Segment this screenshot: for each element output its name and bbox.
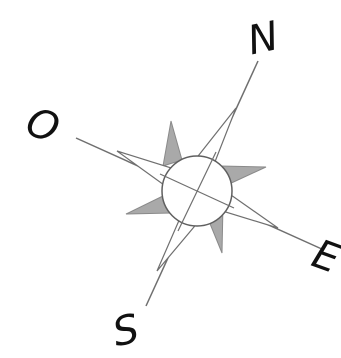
ray-north-west: [163, 121, 182, 166]
label-south: S: [109, 306, 143, 356]
label-east: E: [306, 231, 341, 283]
label-north: N: [244, 13, 283, 64]
label-west: O: [20, 99, 65, 153]
